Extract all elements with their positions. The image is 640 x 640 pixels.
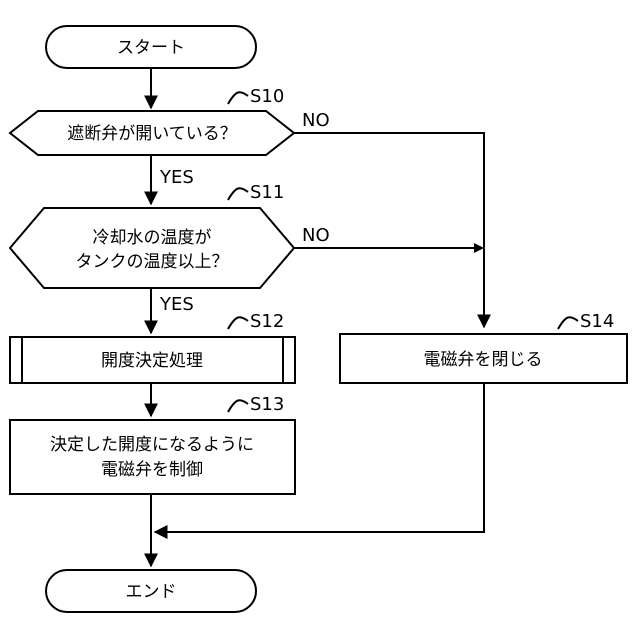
- branch-s10-no: NO: [302, 110, 330, 131]
- step-label-s13: S13: [250, 394, 284, 415]
- decision-s10-label: 遮断弁が開いている？: [67, 124, 237, 144]
- branch-s10-yes: YES: [159, 167, 194, 188]
- step-label-s10: S10: [250, 86, 284, 107]
- process-s12: 開度決定処理 S12: [10, 311, 295, 383]
- step-leader-s12: [228, 317, 248, 329]
- arrow-s11-no-head: [474, 243, 484, 253]
- step-leader-s14: [558, 317, 578, 329]
- step-label-s12: S12: [250, 311, 284, 332]
- start-terminal: スタート: [46, 26, 256, 68]
- step-label-s11: S11: [250, 182, 284, 203]
- step-leader-s10: [228, 92, 248, 104]
- end-terminal: エンド: [46, 570, 256, 612]
- branch-s11-yes: YES: [159, 294, 194, 315]
- step-leader-s13: [228, 400, 248, 412]
- process-s14-label: 電磁弁を閉じる: [424, 350, 543, 370]
- process-s13-line1: 決定した開度になるように: [50, 435, 254, 455]
- decision-s11-line1: 冷却水の温度が: [93, 228, 212, 248]
- end-label: エンド: [126, 582, 177, 602]
- process-s13: 決定した開度になるように 電磁弁を制御 S13: [10, 394, 295, 494]
- step-leader-s11: [228, 188, 248, 200]
- process-s13-line2: 電磁弁を制御: [101, 460, 203, 480]
- step-label-s14: S14: [580, 311, 614, 332]
- branch-s11-no: NO: [302, 225, 330, 246]
- process-s12-label: 開度決定処理: [101, 351, 203, 371]
- decision-s11-line2: タンクの温度以上？: [76, 252, 229, 272]
- start-label: スタート: [117, 38, 185, 58]
